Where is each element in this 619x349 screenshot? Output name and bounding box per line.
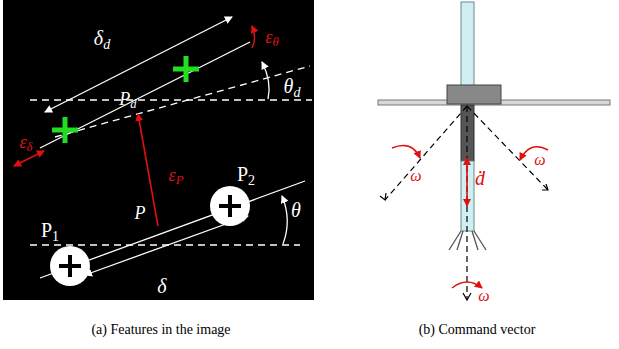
- caption: (b) Command vector: [419, 323, 536, 337]
- rotation-label: ω: [410, 168, 421, 184]
- dimension-label: δd: [94, 28, 110, 52]
- error-label: εδ: [20, 133, 33, 154]
- point-label: Pd: [119, 90, 136, 111]
- image-panel: [3, 0, 314, 300]
- robot-tool: [378, 2, 610, 300]
- point-label: P: [135, 204, 146, 222]
- caption: (a) Features in the image: [91, 323, 230, 337]
- angle-label: θd: [284, 76, 301, 100]
- error-label: εP: [169, 166, 184, 187]
- feature-point-symbol: [50, 186, 250, 286]
- translation-label: ḋ: [475, 168, 485, 188]
- point-label: P1: [41, 220, 59, 244]
- rotation-label: ω: [478, 288, 489, 304]
- dimension-label: δ: [157, 276, 166, 296]
- features: [14, 17, 312, 286]
- rotation-label: ω: [534, 152, 545, 168]
- angle-label: θ: [291, 200, 301, 220]
- error-label: εθ: [265, 28, 278, 49]
- point-label: P2: [237, 164, 255, 188]
